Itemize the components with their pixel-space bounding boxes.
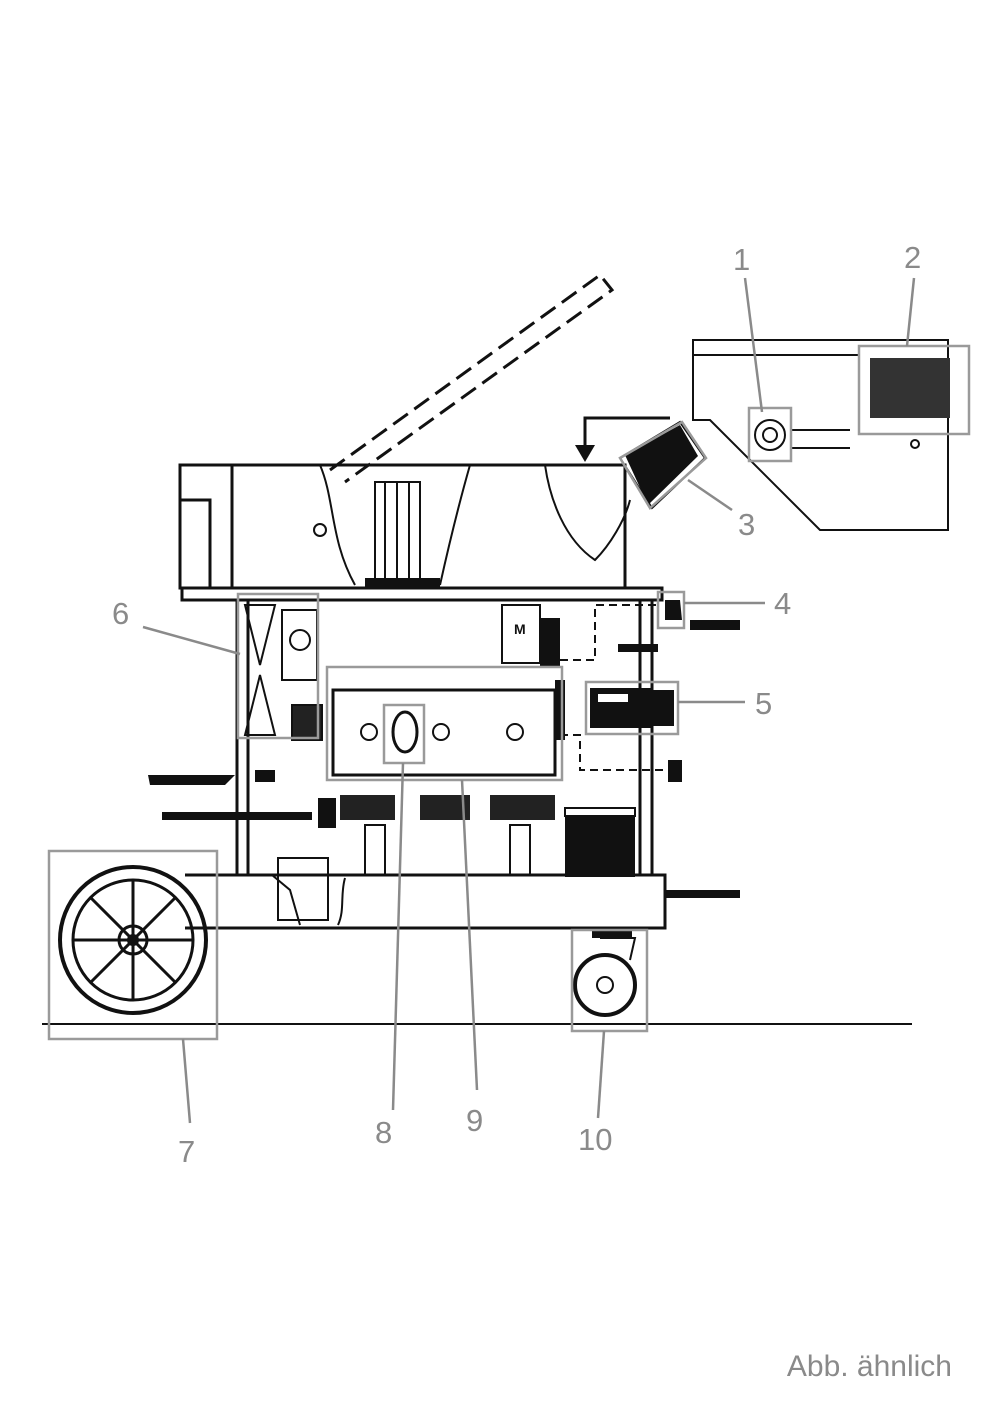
caster-wheel [573, 928, 637, 1017]
callout-10: 10 [578, 1122, 612, 1157]
detail-panel [618, 339, 950, 531]
pump-motor [590, 688, 674, 728]
leader-lines [142, 277, 916, 1124]
large-wheel [58, 865, 208, 1015]
callout-8: 8 [375, 1115, 392, 1150]
base-frame [185, 857, 740, 930]
callout-boxes [47, 344, 971, 1041]
callout-3: 3 [738, 507, 755, 542]
box-6 [236, 592, 320, 740]
baskets [318, 795, 636, 877]
box-10 [570, 928, 649, 1033]
studs [618, 600, 740, 782]
callout-7: 7 [178, 1134, 195, 1169]
upper-frame [178, 463, 631, 590]
fan-assembly [243, 604, 323, 741]
svg-text:M: M [514, 621, 526, 637]
raised-lid [329, 272, 615, 484]
caption: Abb. ähnlich [786, 1350, 952, 1383]
box-4 [656, 590, 686, 630]
callout-5: 5 [755, 686, 772, 721]
box-7 [47, 849, 219, 1041]
box-5 [584, 680, 680, 736]
spindle [365, 481, 440, 588]
callout-4: 4 [774, 586, 791, 621]
box-3 [618, 420, 708, 510]
flow-arrow [575, 416, 670, 462]
callout-2: 2 [904, 240, 921, 275]
callout-1: 1 [733, 242, 750, 277]
callout-9: 9 [466, 1103, 483, 1138]
control-panel [331, 680, 565, 777]
motor: M [501, 604, 560, 666]
box-9 [325, 665, 564, 782]
hoses [148, 770, 312, 820]
middle-shelf [180, 586, 664, 602]
box-8 [382, 703, 426, 765]
box-2 [857, 344, 971, 436]
wiring [560, 604, 665, 771]
callout-labels: 1 2 3 4 5 6 7 8 9 10 [112, 240, 921, 1169]
callout-6: 6 [112, 596, 129, 631]
box-1 [747, 406, 793, 463]
